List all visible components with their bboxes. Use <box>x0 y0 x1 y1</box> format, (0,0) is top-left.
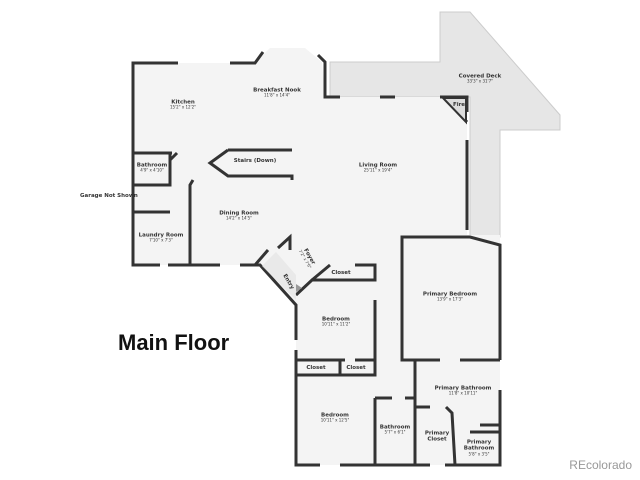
room-dims: 14'2" x 14'5" <box>225 215 253 221</box>
room-stairs: Stairs (Down) <box>234 158 276 164</box>
room-dims: 10'11" x 11'2" <box>321 321 351 327</box>
room-name: Primary Closet <box>424 430 450 443</box>
entry-arrow-icon <box>296 284 302 292</box>
room-name: Primary Bathroom <box>463 439 495 452</box>
room-dims: 5'8" x 3'5" <box>468 451 490 457</box>
room-name: Bathroom <box>136 162 168 169</box>
room-name: Breakfast Nook <box>253 87 301 94</box>
entry-area <box>262 252 296 300</box>
room-primary-closet: Primary Closet <box>422 431 452 444</box>
room-name: Living Room <box>358 162 398 169</box>
room-name: Covered Deck <box>458 73 502 80</box>
room-dims: 7'10" x 7'3" <box>149 237 173 243</box>
room-name: Primary Bathroom <box>434 385 492 392</box>
room-name: Closet <box>306 364 326 371</box>
room-name: Closet <box>346 364 366 371</box>
room-fire: Fire <box>453 102 465 108</box>
room-name: Bedroom <box>321 412 349 419</box>
garage-note: Garage Not Shown <box>80 193 138 199</box>
room-dims: 25'11" x 19'4" <box>363 167 393 173</box>
room-dims: 10'11" x 12'5" <box>320 417 350 423</box>
room-closet: Closet <box>331 270 350 276</box>
room-closet: Closet <box>346 365 365 371</box>
room-name: Bedroom <box>322 316 350 323</box>
room-name: Laundry Room <box>138 232 184 239</box>
room-name: Closet <box>331 269 351 276</box>
room-name: Stairs (Down) <box>233 157 277 164</box>
room-dims: 33'3" x 31'7" <box>466 78 494 84</box>
room-name: Fire <box>452 101 466 108</box>
room-dims: 4'9" x 4'10" <box>140 167 164 173</box>
fireplace-icon <box>440 97 467 125</box>
room-dims: 11'8" x 14'4" <box>263 92 291 98</box>
room-dims: 5'7" x 6'1" <box>384 429 406 435</box>
room-name: Bathroom <box>379 424 411 431</box>
interior-floor <box>133 48 500 465</box>
floor-title: Main Floor <box>118 330 230 355</box>
room-name: Kitchen <box>171 99 195 106</box>
room-closet: Closet <box>306 365 325 371</box>
room-dims: 15'2" x 12'2" <box>169 104 197 110</box>
room-dims: 13'9" x 17'3" <box>436 296 464 302</box>
walls <box>131 51 502 467</box>
room-dims: 11'8" x 10'11" <box>448 390 478 396</box>
room-name: Dining Room <box>219 210 259 217</box>
watermark: REcolorado <box>569 458 632 472</box>
room-name: Primary Bedroom <box>422 291 478 298</box>
